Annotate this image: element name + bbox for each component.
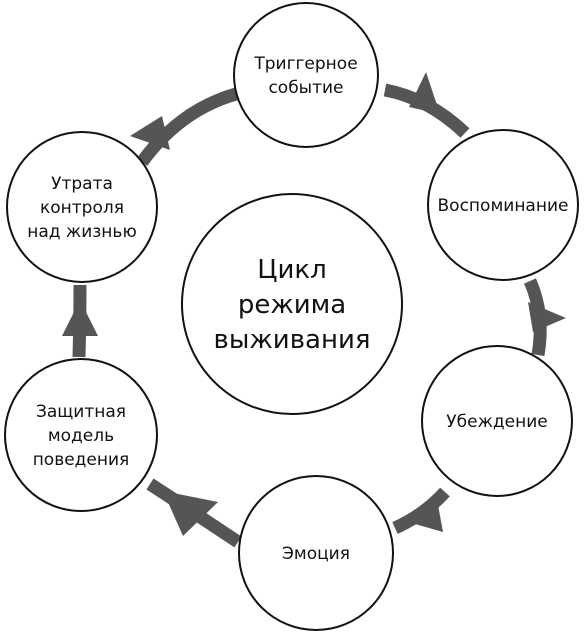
center-node: Цикл режима выживания [181,193,403,415]
node-belief: Убеждение [421,345,573,497]
node-defense-label-line: модель [48,426,114,446]
node-loss-label-line: над жизнью [27,222,137,242]
arrow-trigger-to-memory [383,72,470,138]
center-title-line: режима [238,290,346,320]
node-loss-label-line: контроля [40,198,124,218]
cycle-nodes: Триггерное событиеВоспоминаниеУбеждениеЭм… [4,2,579,631]
arrow-loss-to-trigger-shaft [136,87,238,166]
node-loss-circle [6,131,158,283]
arrow-belief-to-emotion-head [408,494,443,532]
node-belief-circle [421,345,573,497]
arrow-memory-to-belief [523,278,566,357]
node-emotion-circle [238,475,394,631]
node-emotion-label-line: Эмоция [282,544,350,564]
center-title-line: Цикл [257,255,326,285]
cycle-arrows [62,72,566,548]
center-circle [181,193,403,415]
node-defense-label-line: поведения [33,450,130,470]
node-belief-label-line: Убеждение [446,412,547,432]
arrow-loss-to-trigger-head [130,116,170,150]
node-defense-label-line: Защитная [36,402,126,422]
node-memory-label-line: Воспоминание [438,196,569,216]
node-trigger-circle [233,2,379,148]
node-emotion: Эмоция [238,475,394,631]
arrow-defense-to-loss-head [62,300,98,336]
arrow-trigger-to-memory-head [409,72,440,114]
arrow-belief-to-emotion [392,487,450,534]
center-title-line: выживания [214,325,371,355]
node-memory-circle [427,129,579,281]
node-loss: Утрата контроля над жизнью [6,131,158,283]
node-trigger-label-line: Триггерное [253,54,357,74]
arrow-loss-to-trigger [130,87,238,166]
node-trigger: Триггерное событие [233,2,379,148]
arrow-emotion-to-defense-head [163,491,218,536]
node-trigger-label-line: событие [268,78,343,98]
arrow-defense-to-loss [62,284,98,358]
arrow-memory-to-belief-head [528,302,566,332]
node-loss-label-line: Утрата [51,174,113,194]
node-memory: Воспоминание [427,129,579,281]
node-defense: Защитная модель поведения [4,358,158,512]
arrow-emotion-to-defense [146,478,242,548]
node-defense-circle [4,358,158,512]
